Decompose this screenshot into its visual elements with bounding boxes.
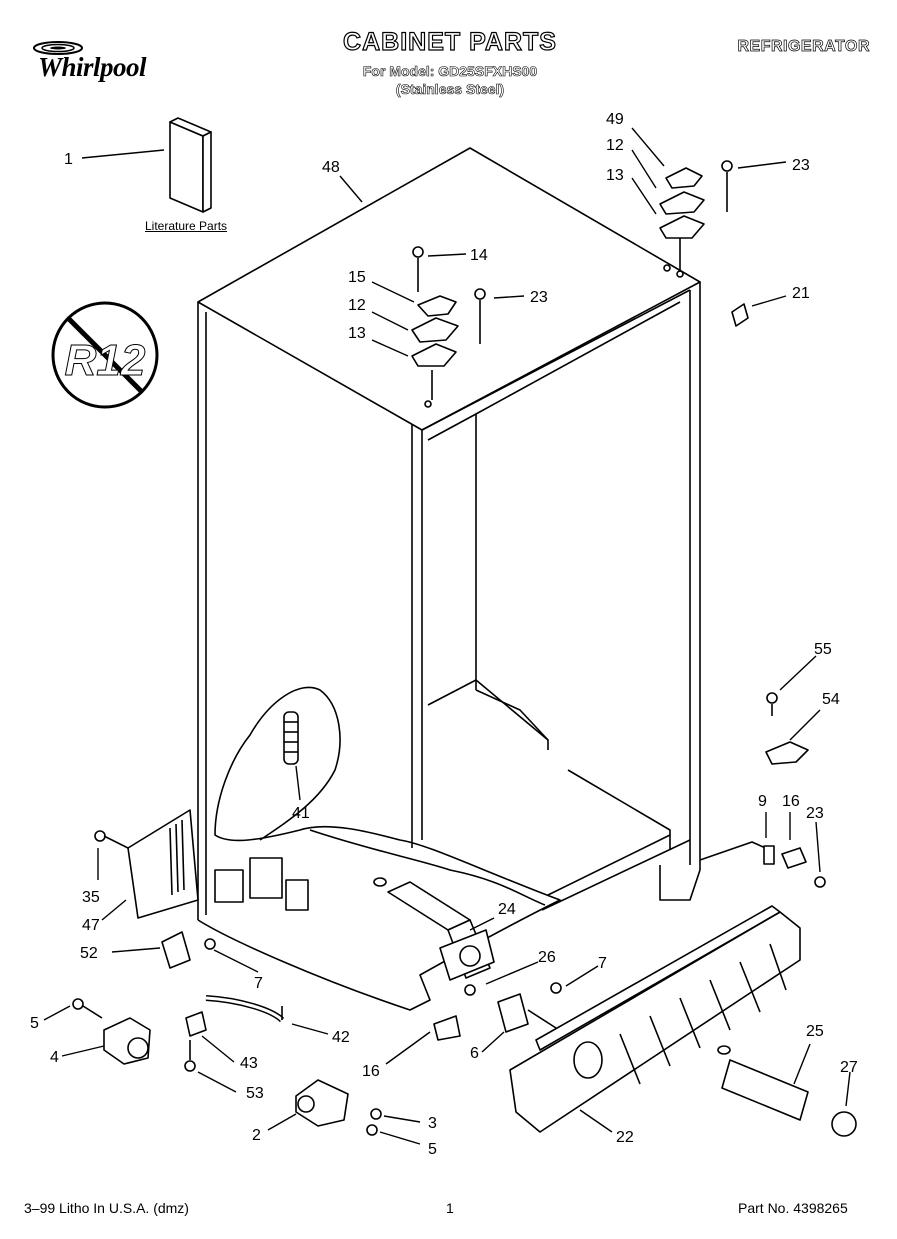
callout-4: 4 xyxy=(50,1049,59,1066)
callout-26: 26 xyxy=(538,949,556,966)
callout-6: 6 xyxy=(470,1045,479,1062)
callout-14: 14 xyxy=(470,247,488,264)
capacitor-bracket-24 xyxy=(373,877,495,981)
part-21-clip xyxy=(731,303,749,327)
callout-12-center: 12 xyxy=(348,297,366,314)
relay-assembly xyxy=(214,857,309,911)
callout-48: 48 xyxy=(322,159,340,176)
toe-grille-22 xyxy=(509,905,801,1133)
top-hinge-center xyxy=(411,246,486,408)
literature-book-icon xyxy=(169,117,212,213)
callout-22: 22 xyxy=(616,1129,634,1146)
footer-litho: 3–99 Litho In U.S.A. (dmz) xyxy=(24,1200,189,1216)
callout-13-right: 13 xyxy=(606,167,624,184)
model-info: For Model: GD25SFXHS00 (Stainless Steel) xyxy=(330,62,570,98)
brand-name: Whirlpool xyxy=(38,52,147,82)
callout-15: 15 xyxy=(348,269,366,286)
callout-numbers: 1 48 49 12 13 23 14 15 12 13 23 21 55 54… xyxy=(30,111,858,1158)
literature-parts-label: Literature Parts xyxy=(145,219,228,233)
leader-lines xyxy=(43,127,851,1145)
callout-23-right: 23 xyxy=(806,805,824,822)
callout-35: 35 xyxy=(82,889,100,906)
callout-1: 1 xyxy=(64,151,73,168)
whirlpool-swirl-icon xyxy=(33,41,83,55)
parts-55-54 xyxy=(765,692,809,765)
callout-25: 25 xyxy=(806,1023,824,1040)
callout-47: 47 xyxy=(82,917,100,934)
callout-49: 49 xyxy=(606,111,624,128)
callout-27: 27 xyxy=(840,1059,858,1076)
whirlpool-logo: Whirlpool xyxy=(28,38,188,90)
parts-43-53 xyxy=(184,1011,207,1072)
callout-52: 52 xyxy=(80,945,98,962)
callout-24: 24 xyxy=(498,901,516,918)
callout-12-right: 12 xyxy=(606,137,624,154)
no-r12-badge xyxy=(51,301,159,409)
callout-9: 9 xyxy=(758,793,767,810)
callout-3: 3 xyxy=(428,1115,437,1132)
top-hinge-right xyxy=(659,160,733,278)
callout-16-right: 16 xyxy=(782,793,800,810)
callout-7-right: 7 xyxy=(598,955,607,972)
callout-13-center: 13 xyxy=(348,325,366,342)
callout-16-bottom: 16 xyxy=(362,1063,380,1080)
callout-53: 53 xyxy=(246,1085,264,1102)
callout-23-top: 23 xyxy=(792,157,810,174)
finish-line: (Stainless Steel) xyxy=(395,81,505,98)
drain-tube-42 xyxy=(205,995,285,1023)
callout-55: 55 xyxy=(814,641,832,658)
callout-23-center: 23 xyxy=(530,289,548,306)
model-line: For Model: GD25SFXHS00 xyxy=(362,63,538,80)
callout-54: 54 xyxy=(822,691,840,708)
callout-5-left: 5 xyxy=(30,1015,39,1032)
callout-41: 41 xyxy=(292,805,310,822)
category-label: REFRIGERATOR xyxy=(737,38,870,56)
parts-5-4 xyxy=(72,998,151,1065)
parts-26-7-6 xyxy=(464,982,562,1033)
callout-43: 43 xyxy=(240,1055,258,1072)
parts-52-7-left xyxy=(161,931,216,969)
callout-7-left: 7 xyxy=(254,975,263,992)
callout-42: 42 xyxy=(332,1029,350,1046)
part-25-27 xyxy=(717,1045,857,1137)
vent-bracket-47 xyxy=(94,809,199,919)
wire-coil-41 xyxy=(283,711,299,765)
callout-21: 21 xyxy=(792,285,810,302)
callout-2: 2 xyxy=(252,1127,261,1144)
refrigerator-cabinet xyxy=(197,147,771,1011)
parts-2-3-5 xyxy=(295,1079,382,1136)
footer-part-number: Part No. 4398265 xyxy=(738,1200,848,1216)
page-title: CABINET PARTS xyxy=(342,27,557,56)
parts-9-16-right xyxy=(763,845,826,888)
callout-5-bottom: 5 xyxy=(428,1141,437,1158)
footer-page-number: 1 xyxy=(446,1200,454,1216)
part-16-bracket xyxy=(433,1015,461,1041)
r12-text: R12 xyxy=(65,336,146,385)
